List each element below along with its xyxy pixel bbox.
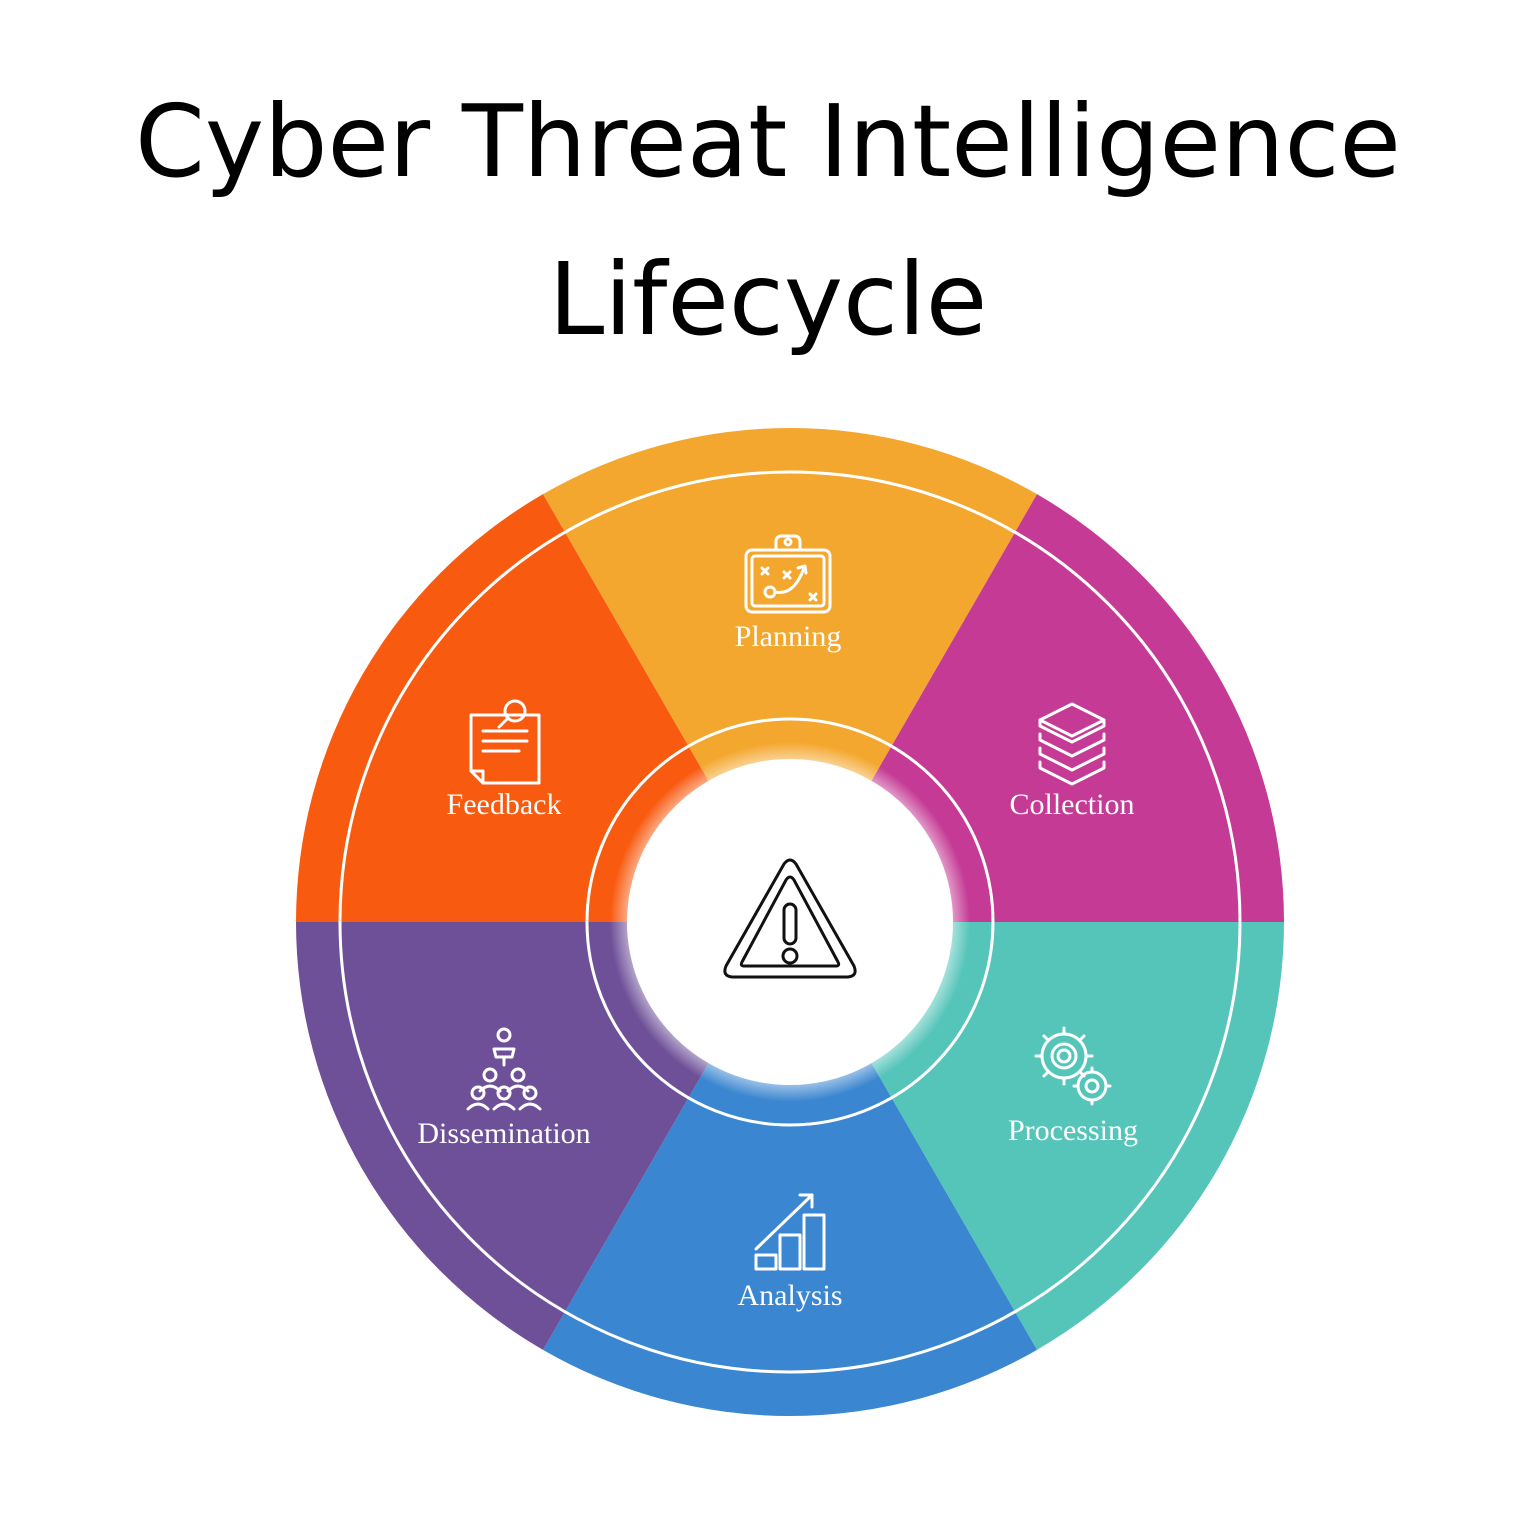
growth-chart-icon bbox=[754, 1193, 826, 1271]
diagram-title-line-1: Cyber Threat Intelligence bbox=[135, 83, 1401, 200]
segment-dissemination bbox=[296, 922, 715, 1350]
warning-triangle-icon bbox=[723, 858, 857, 979]
segment-processing bbox=[865, 922, 1284, 1350]
segment-planning bbox=[543, 428, 1037, 793]
strategy-board-icon bbox=[744, 534, 832, 614]
document-search-icon bbox=[469, 699, 541, 785]
center-disc bbox=[627, 759, 953, 1085]
audience-presentation-icon bbox=[466, 1027, 542, 1111]
segment-label-processing: Processing bbox=[1008, 1114, 1138, 1147]
segment-label-feedback: Feedback bbox=[447, 788, 562, 821]
diagram-title-line-2: Lifecycle bbox=[548, 241, 988, 358]
segment-label-dissemination: Dissemination bbox=[417, 1117, 590, 1150]
gears-icon bbox=[1034, 1026, 1112, 1106]
segment-label-collection: Collection bbox=[1010, 788, 1135, 821]
segment-label-analysis: Analysis bbox=[738, 1279, 843, 1312]
inner-divider-ring bbox=[585, 717, 995, 1127]
segment-label-planning: Planning bbox=[735, 620, 842, 653]
segment-collection bbox=[865, 494, 1284, 922]
layers-stack-icon bbox=[1038, 702, 1106, 786]
outer-divider-ring bbox=[338, 470, 1242, 1374]
